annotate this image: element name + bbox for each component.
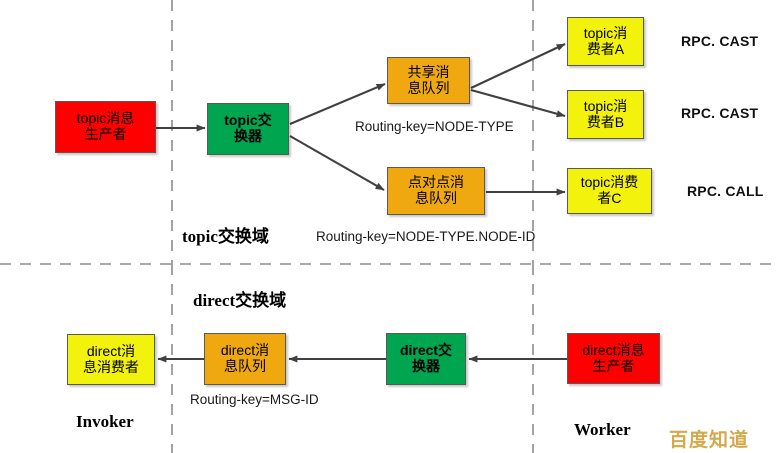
label-routing-key-node-type: Routing-key=NODE-TYPE bbox=[355, 119, 514, 134]
node-topic-consumer-a[interactable]: topic消 费者A bbox=[567, 17, 644, 66]
label-invoker: Invoker bbox=[76, 412, 134, 431]
label-worker: Worker bbox=[574, 420, 631, 439]
arrow-exchange-to-shared-queue bbox=[289, 83, 386, 125]
node-direct-consumer[interactable]: direct消 息消费者 bbox=[67, 334, 155, 385]
node-point-to-point-queue[interactable]: 点对点消 息队列 bbox=[387, 167, 485, 215]
label-rpc-cast-b: RPC. CAST bbox=[681, 105, 759, 121]
label-rpc-cast-a: RPC. CAST bbox=[681, 33, 759, 49]
arrow-shared-queue-to-consumer-a bbox=[470, 43, 566, 89]
node-direct-exchange[interactable]: direct交 换器 bbox=[386, 333, 466, 385]
node-topic-producer[interactable]: topic消息 生产者 bbox=[55, 101, 156, 153]
arrow-shared-queue-to-consumer-b bbox=[470, 88, 566, 118]
node-shared-message-queue[interactable]: 共享消 息队列 bbox=[387, 57, 470, 104]
node-topic-consumer-c[interactable]: topic消费 者C bbox=[567, 168, 652, 214]
label-routing-key-node-type-node-id: Routing-key=NODE-TYPE.NODE-ID bbox=[316, 229, 536, 244]
label-direct-exchange-domain: direct交换域 bbox=[193, 291, 287, 310]
watermark-baidu-zhidao: 百度知道 bbox=[669, 429, 750, 451]
node-direct-producer[interactable]: direct消息 生产者 bbox=[567, 333, 660, 384]
label-rpc-call-c: RPC. CALL bbox=[687, 183, 764, 199]
arrow-exchange-to-p2p-queue bbox=[289, 135, 385, 191]
node-topic-exchange[interactable]: topic交 换器 bbox=[207, 103, 289, 155]
label-routing-key-msg-id: Routing-key=MSG-ID bbox=[190, 392, 319, 407]
node-topic-consumer-b[interactable]: topic消 费者B bbox=[567, 90, 644, 139]
label-topic-exchange-domain: topic交换域 bbox=[182, 227, 269, 246]
node-direct-message-queue[interactable]: direct消 息队列 bbox=[204, 333, 286, 385]
